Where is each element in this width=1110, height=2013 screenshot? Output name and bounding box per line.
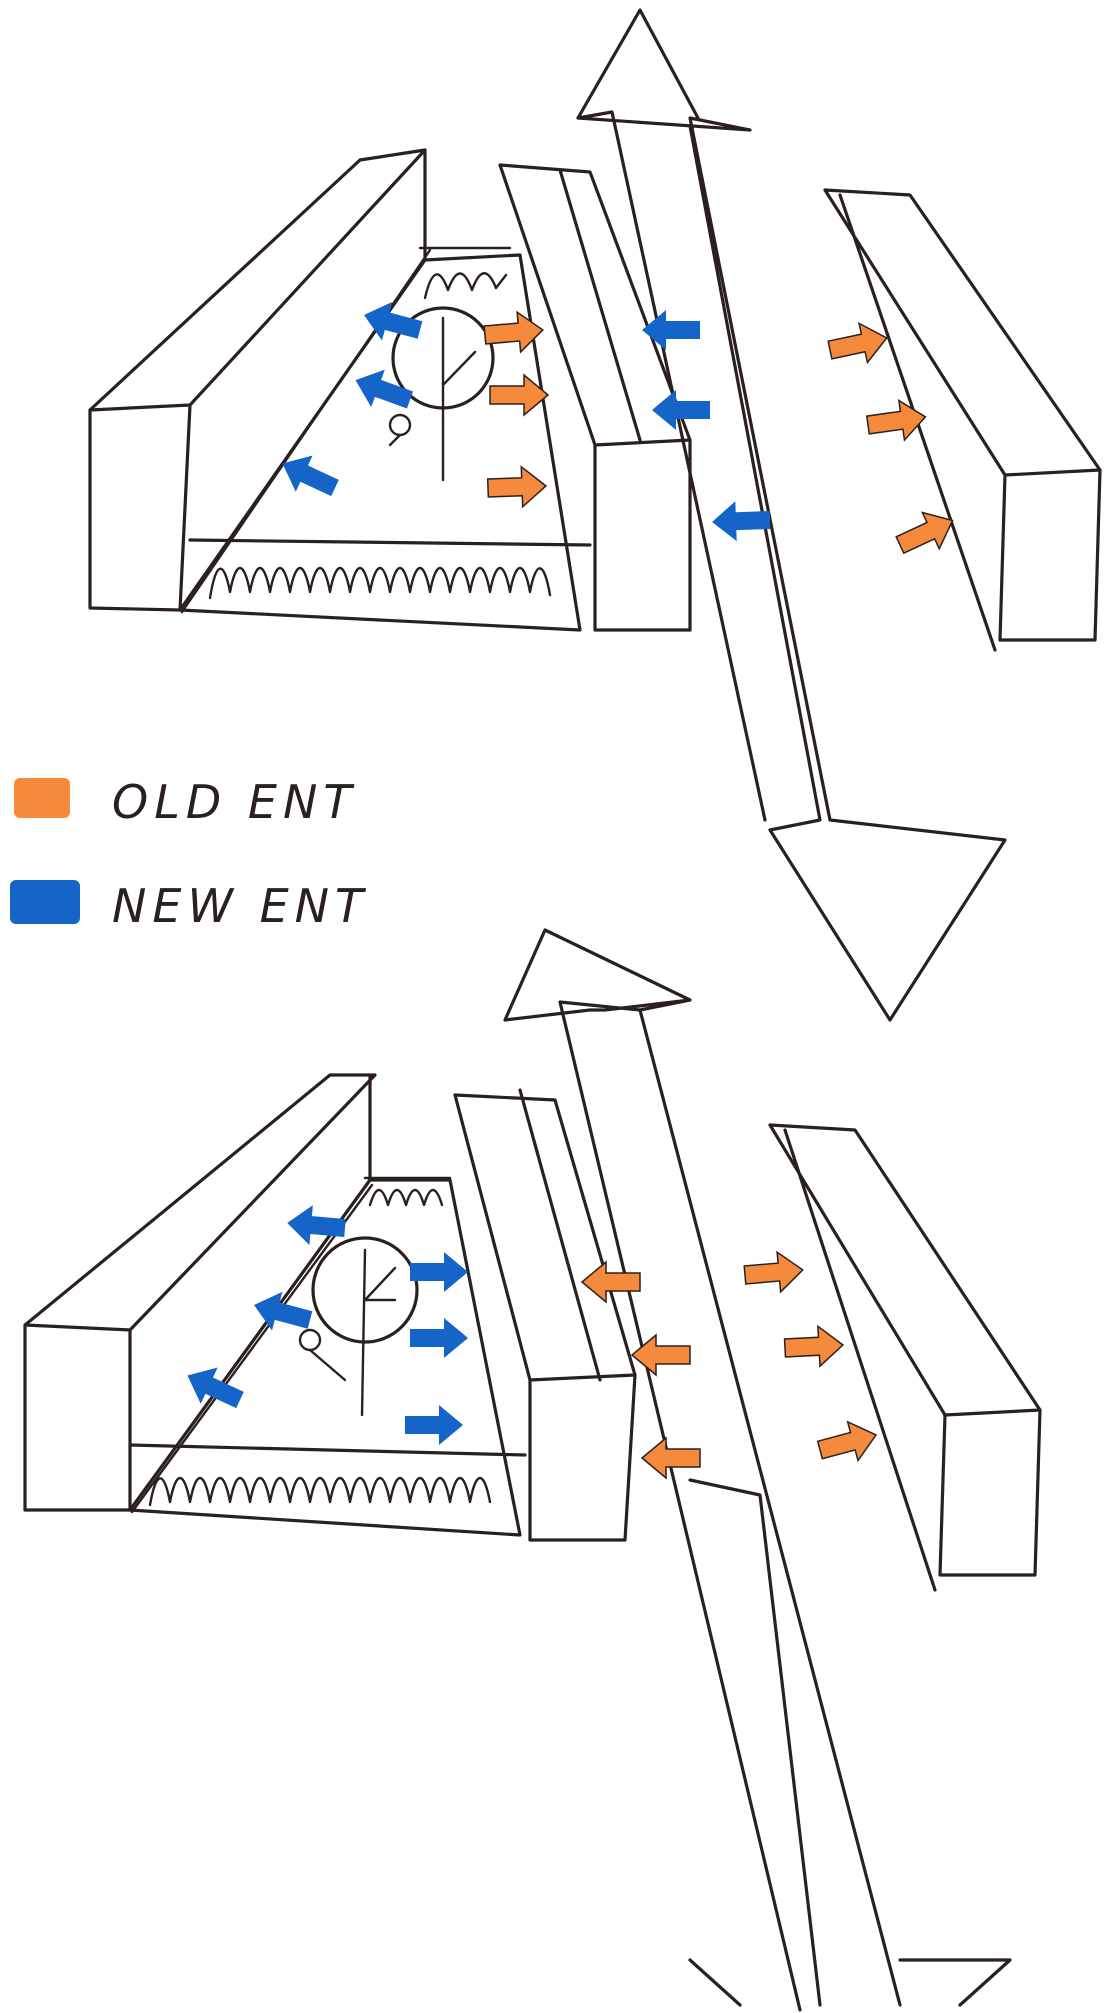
legend: OLD ENT NEW ENT: [10, 775, 369, 933]
stairs-icon: [210, 568, 550, 598]
legend-item-old: OLD ENT: [14, 775, 357, 829]
new-entrance-arrows: [179, 1203, 468, 1445]
building-block-far-right: [825, 190, 1100, 650]
double-headed-arrow-icon: [505, 930, 1010, 2010]
building-block-left: [25, 1075, 375, 1510]
plan-lower: [25, 1075, 1040, 1590]
plan-upper: [90, 150, 1100, 650]
stairs-icon: [365, 1178, 450, 1205]
clock-icon: [300, 1238, 417, 1415]
new-entrance-swatch: [10, 880, 80, 924]
building-block-center-right: [455, 1090, 635, 1540]
circulation-arrow-upper: [578, 10, 1005, 1020]
stairs-icon: [150, 1478, 490, 1505]
legend-item-new: NEW ENT: [10, 879, 369, 933]
double-headed-arrow-icon: [578, 10, 1005, 1020]
circulation-arrow-lower: [505, 930, 1010, 2010]
building-block-far-right: [770, 1125, 1040, 1590]
old-entrance-swatch: [14, 778, 70, 818]
legend-label-old: OLD ENT: [112, 775, 357, 829]
legend-label-new: NEW ENT: [112, 879, 369, 933]
